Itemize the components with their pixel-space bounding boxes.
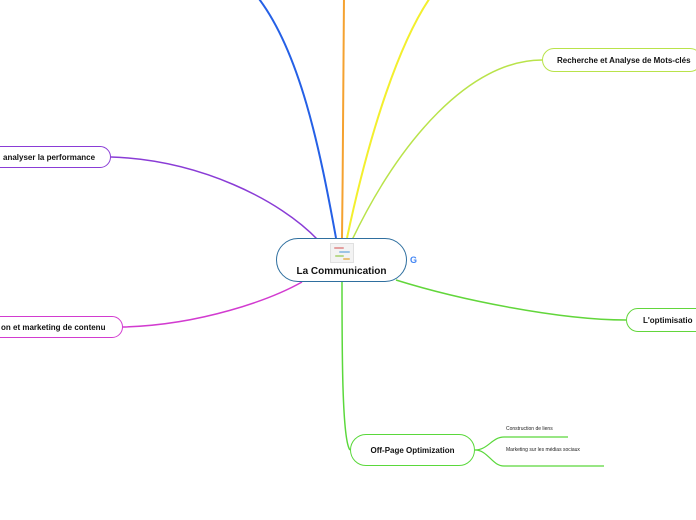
subtopic-marketing-medias-sociaux[interactable]: Marketing sur les médias sociaux	[506, 447, 580, 453]
connector-yellow	[347, 0, 432, 238]
connector-orange	[342, 0, 344, 238]
branch-optimisation[interactable]: L'optimisatio	[626, 308, 696, 332]
branch-marketing-label: on et marketing de contenu	[1, 323, 105, 332]
central-topic[interactable]: La Communication	[276, 238, 407, 282]
branch-recherche-label: Recherche et Analyse de Mots-clés	[557, 56, 691, 65]
branch-optimisation-label: L'optimisatio	[643, 316, 692, 325]
branch-offpage-optimization[interactable]: Off-Page Optimization	[350, 434, 475, 466]
subtopic-construction-liens[interactable]: Construction de liens	[506, 426, 553, 432]
connector-offpage	[342, 282, 350, 450]
branch-recherche[interactable]: Recherche et Analyse de Mots-clés	[542, 48, 696, 72]
central-topic-title: La Communication	[296, 266, 386, 277]
google-icon[interactable]: G	[410, 255, 417, 265]
connector-recherche	[352, 60, 542, 240]
connector-optimisation	[396, 280, 626, 320]
connector-analyser	[111, 157, 318, 240]
branch-analyser-label: analyser la performance	[3, 153, 95, 162]
branch-marketing-contenu[interactable]: on et marketing de contenu	[0, 316, 123, 338]
branch-offpage-label: Off-Page Optimization	[371, 446, 455, 455]
connector-marketing	[123, 282, 302, 327]
branch-analyser-performance[interactable]: analyser la performance	[0, 146, 111, 168]
central-topic-image	[330, 243, 354, 263]
